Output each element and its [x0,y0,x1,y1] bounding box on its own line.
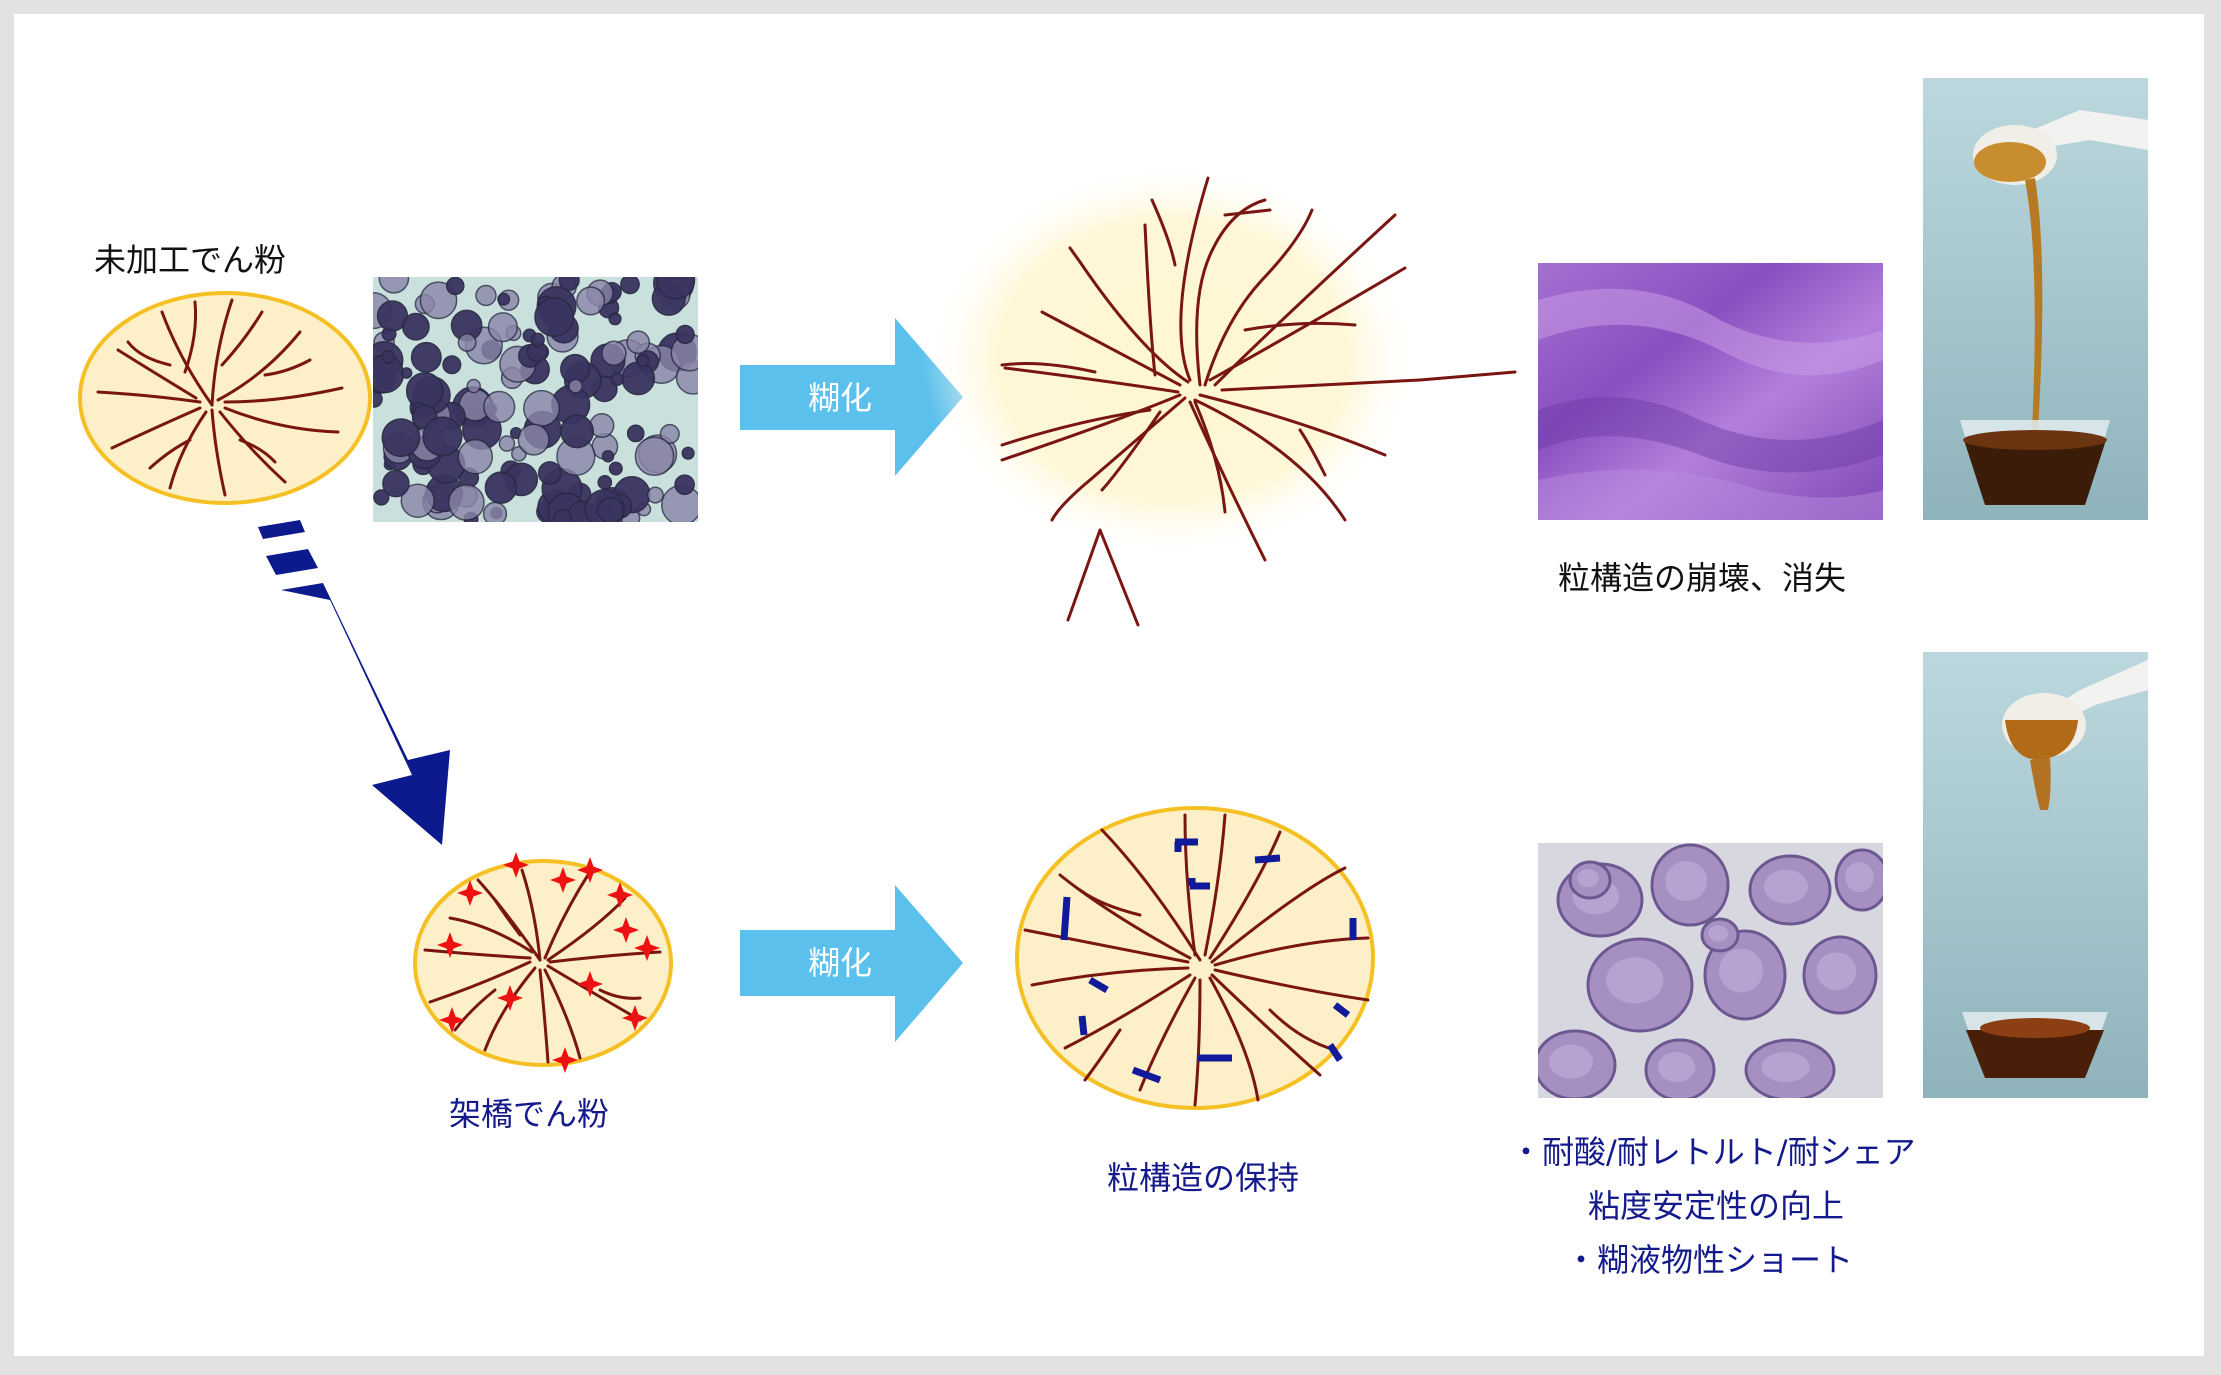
crosslinked-starch-label: 架橋でん粉 [449,1095,610,1133]
raw-starch-label: 未加工でん粉 [94,241,287,279]
benefit-viscosity-stability: 粘度安定性の向上 [1588,1187,1845,1225]
crosslinked-starch-granule [413,852,673,1073]
burst-granule [922,160,1517,627]
collapse-label: 粒構造の崩壊、消失 [1558,559,1847,597]
gelatinize-arrow-bottom [740,885,963,1042]
micrograph-raw-granules [373,277,698,522]
benefit-short-texture: ・糊液物性ショート [1565,1241,1854,1279]
gelatinize-arrow-top [740,318,963,476]
swollen-granule-retained [1015,806,1375,1110]
retain-label: 粒構造の保持 [1107,1159,1300,1197]
photo-paste-stringy [1923,78,2148,520]
micrograph-collapsed [1538,263,1883,520]
transform-arrow [258,520,450,845]
raw-starch-granule [78,291,372,505]
gelatinize-label-bottom: 糊化 [808,944,873,982]
benefit-acid-retort-shear: ・耐酸/耐レトルト/耐シェア [1510,1133,1916,1171]
micrograph-retained-granules [1538,843,1883,1098]
photo-paste-short [1923,652,2148,1098]
gelatinize-label-top: 糊化 [808,379,873,417]
